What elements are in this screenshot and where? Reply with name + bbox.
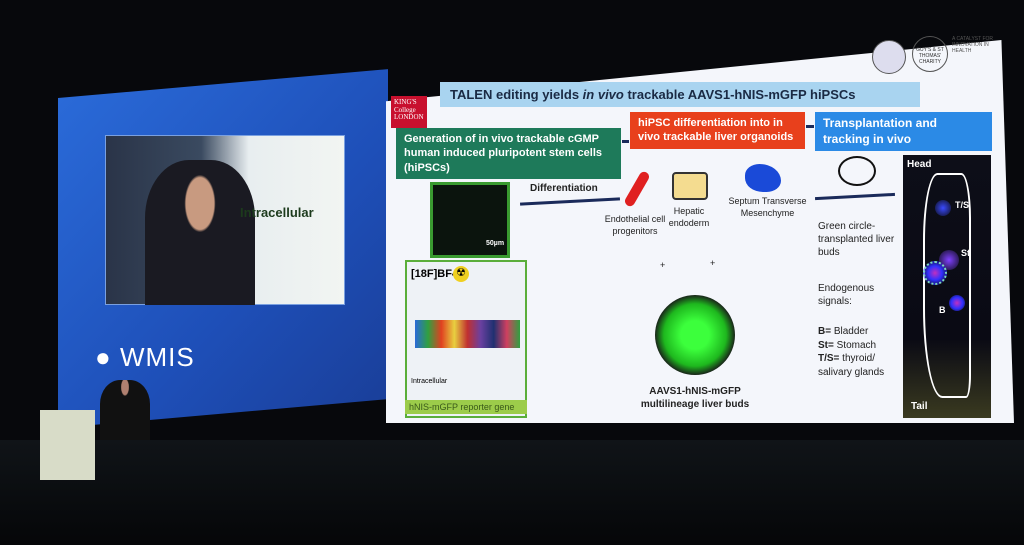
key-stomach: St= Stomach (818, 339, 877, 351)
step-1-box: Generation of in vivo trackable cGMP hum… (396, 128, 621, 179)
pet-scan-image: Head Tail T/S St B (903, 155, 991, 418)
st-label: St (961, 248, 970, 258)
signal-spot (935, 200, 951, 216)
slide-title: TALEN editing yields in vivo trackable A… (440, 82, 920, 107)
title-italic: in vivo (582, 87, 624, 102)
hepatic-cell-icon (672, 172, 708, 200)
signal-spot (949, 295, 965, 311)
ts-label: T/S (955, 200, 970, 210)
step-2-box: hiPSC differentiation into in vivo track… (630, 112, 805, 149)
scale-bar: 50µm (486, 240, 505, 247)
cell-label-mesenchyme: Septum Transverse Mesenchyme (728, 196, 807, 218)
title-part: TALEN editing yields (450, 87, 583, 102)
charity-logo: GUY'S & ST THOMAS' CHARITY (912, 36, 948, 72)
kings-college-logo: KING'S College LONDON (391, 96, 427, 128)
legend-green-circle: Green circle-transplanted liver buds (818, 221, 895, 258)
video-slide-text: Intracellular (240, 205, 314, 220)
mesenchyme-cell-icon (745, 164, 781, 192)
microscopy-image (430, 182, 510, 258)
head-label: Head (907, 159, 932, 170)
signal-key: B= Bladder St= Stomach T/S= thyroid/ sal… (818, 325, 903, 379)
speaker-video-image (145, 160, 255, 305)
arrow (622, 140, 629, 143)
differentiation-label: Differentiation (530, 183, 598, 194)
tracer-label: [18F]BF4 (411, 268, 459, 280)
charity-tagline: A CATALYST FOR INNOVATION IN HEALTH (952, 36, 994, 54)
liver-bud-label: AAVS1-hNIS-mGFP multilineage liver buds (640, 386, 750, 410)
arrow (806, 125, 814, 128)
title-part: trackable AAVS1-hNIS-mGFP hiPSCs (623, 87, 856, 102)
plus-sign: + (660, 260, 666, 270)
intracellular-label: Intracellular (411, 378, 448, 385)
cell-label-hepatic: Hepatic endoderm (668, 206, 710, 228)
wmis-logo-text: WMIS (119, 342, 195, 372)
green-circle-signal (923, 261, 947, 285)
cell-label-endothelial: Endothelial cell progenitors (604, 214, 666, 236)
liver-bud-image (655, 295, 735, 375)
podium (40, 410, 95, 480)
mouse-outline (923, 173, 971, 398)
tail-label: Tail (911, 401, 928, 412)
reporter-gene-panel: [18F]BF4 ☢ Intracellular (405, 260, 527, 418)
radioactive-icon: ☢ (453, 266, 469, 282)
step-3-box: Transplantation and tracking in vivo (815, 112, 992, 152)
legend-endogenous: Endogenous signals: (818, 283, 875, 307)
plus-sign: + (710, 258, 716, 268)
clock-icon (838, 156, 876, 186)
transporter-diagram (415, 320, 520, 348)
key-thyroid: T/S= thyroid/ salivary glands (818, 353, 885, 378)
key-bladder: B= Bladder (818, 326, 869, 337)
b-label: B (939, 305, 946, 315)
reporter-gene-caption: hNIS-mGFP reporter gene (405, 400, 527, 414)
audience-area (0, 440, 1024, 545)
speaker (100, 380, 150, 440)
crest-logo (872, 40, 906, 74)
wmis-logo: ● WMIS (95, 342, 195, 372)
